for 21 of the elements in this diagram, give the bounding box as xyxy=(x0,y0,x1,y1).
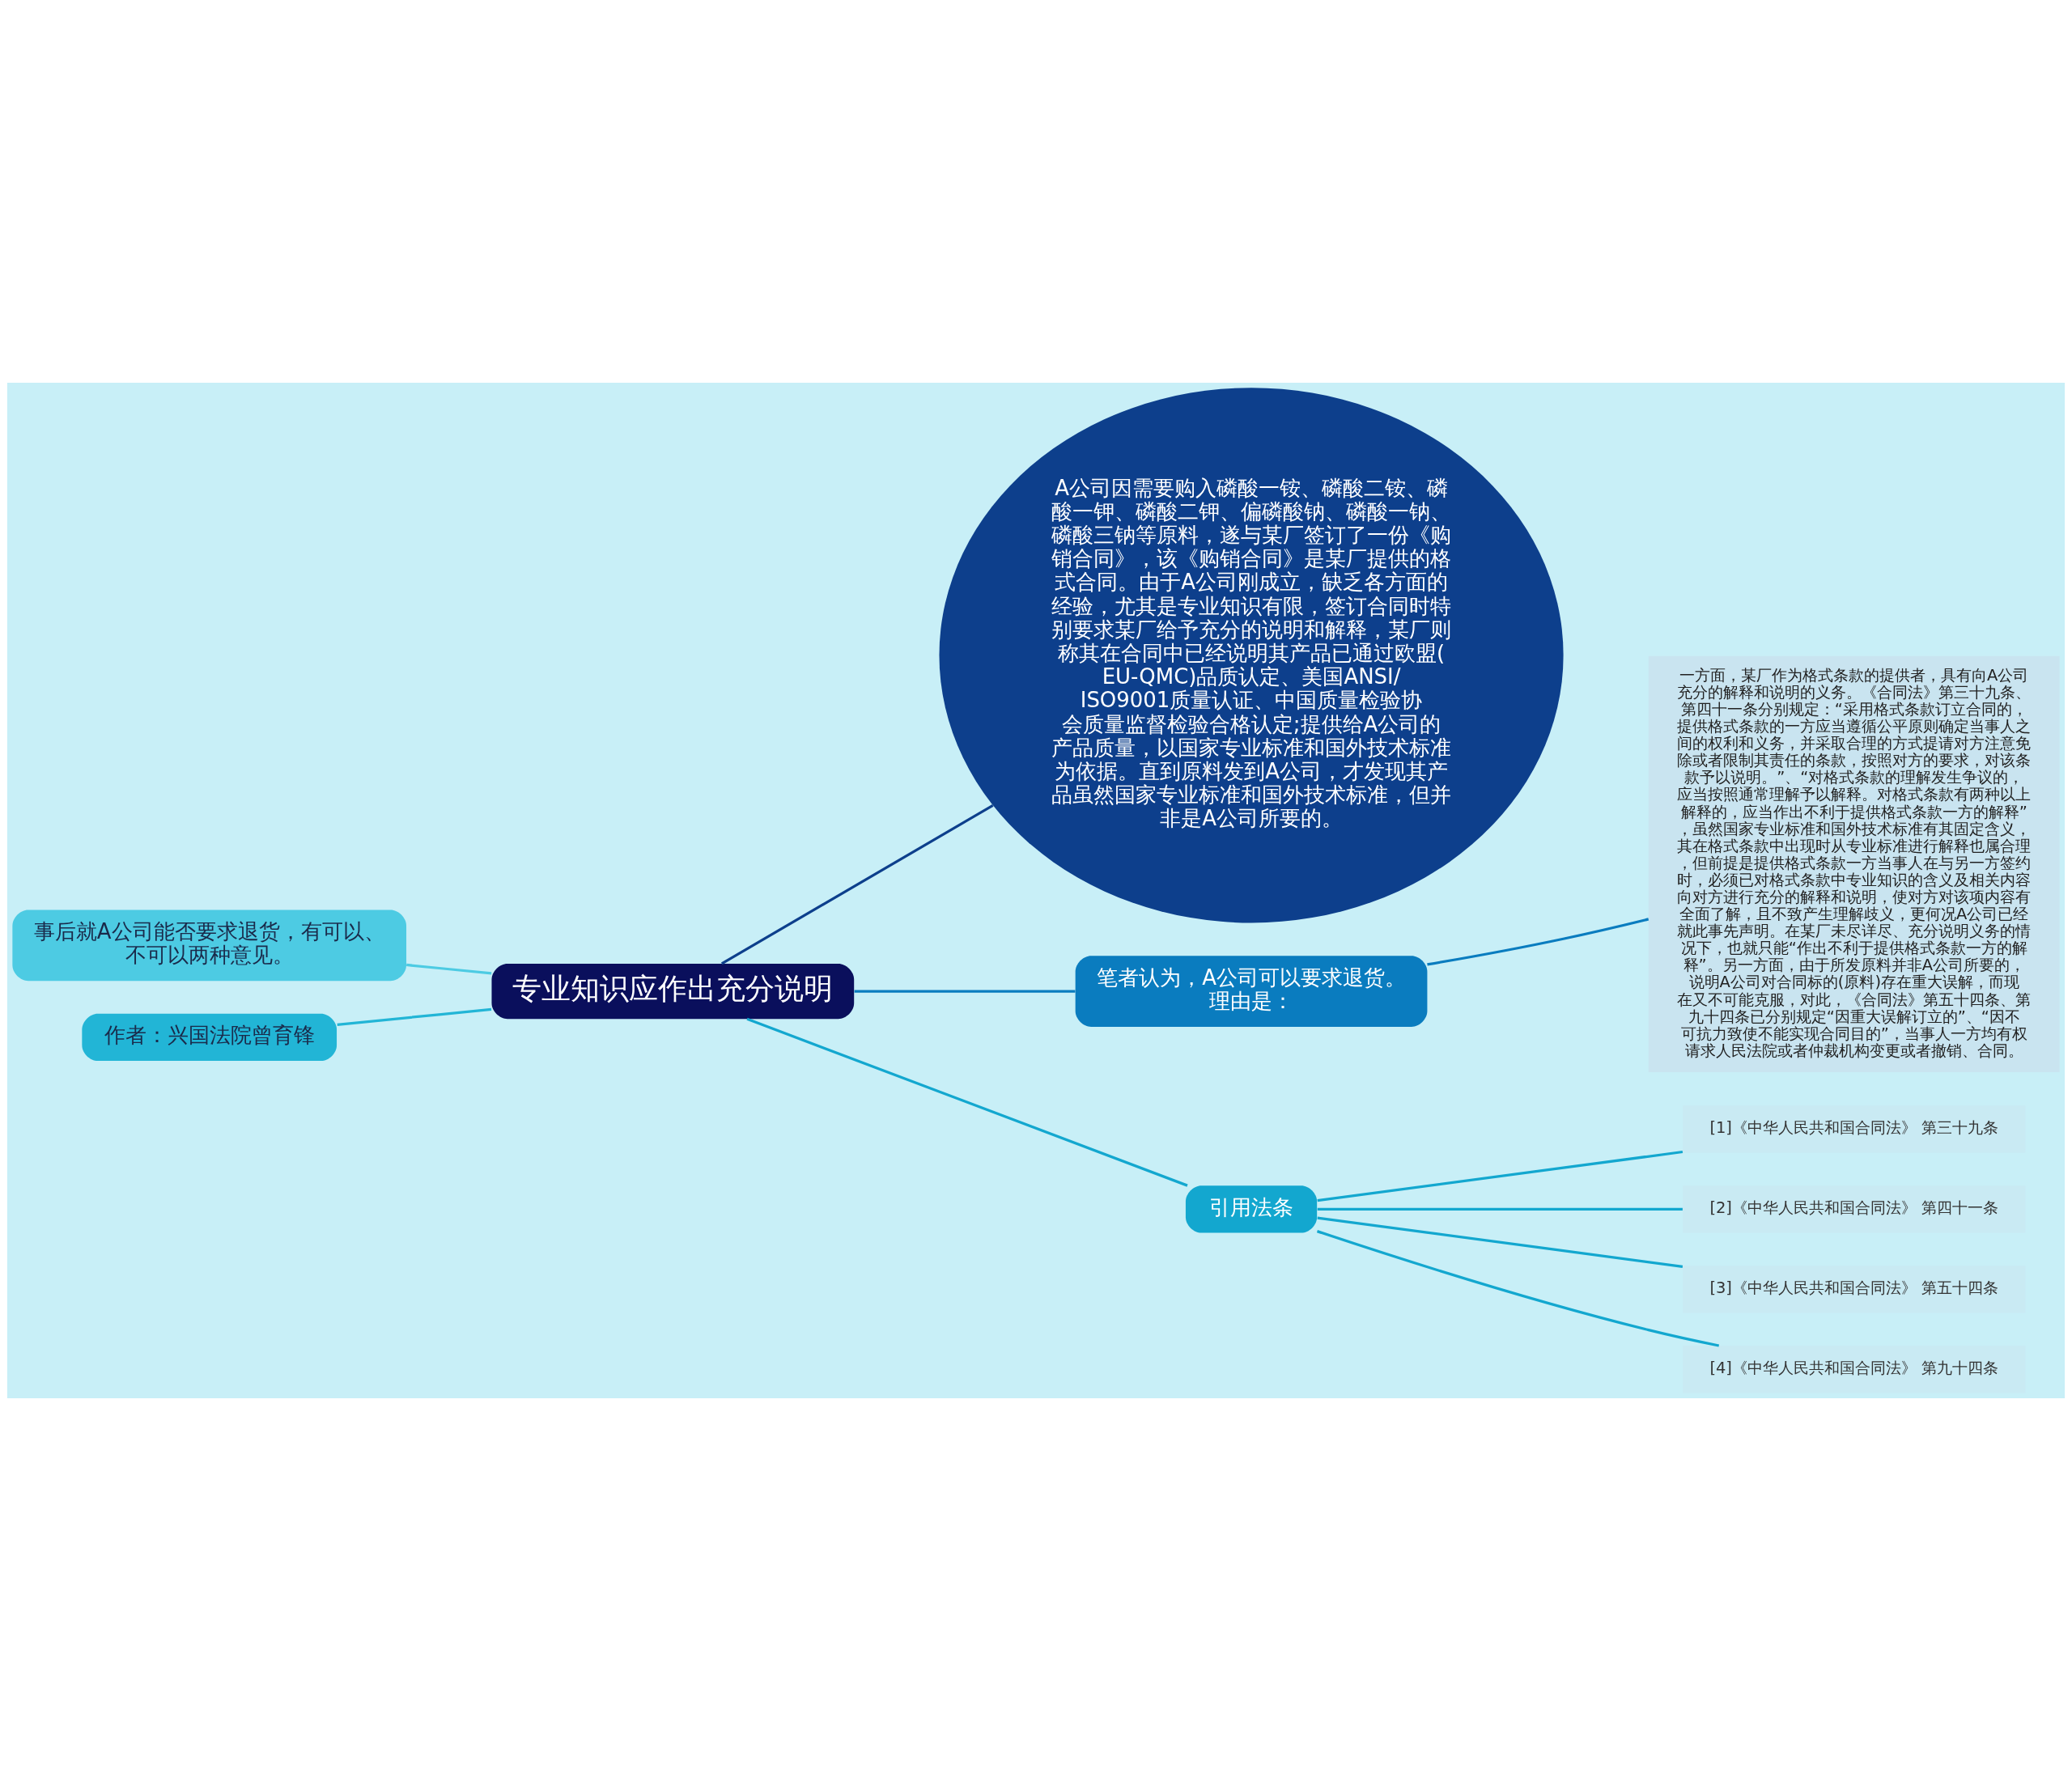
node-box: 引用法条 xyxy=(1185,1185,1318,1233)
node-text: [4]《中华人民共和国合同法》 第九十四条 xyxy=(1709,1359,1999,1378)
node-text: [2]《中华人民共和国合同法》 第四十一条 xyxy=(1709,1198,1999,1218)
connector xyxy=(1317,1207,1683,1211)
node-box: 笔者认为，A公司可以要求退货。理由是： xyxy=(1075,956,1428,1027)
connector xyxy=(746,1017,1188,1187)
connector xyxy=(1316,1230,1720,1347)
node-text: [1]《中华人民共和国合同法》 第三十九条 xyxy=(1709,1118,1999,1138)
node-ellipse: A公司因需要购入磷酸一铵、磷酸二铵、磷酸一钾、磷酸二钾、偏磷酸钠、磷酸一钠、磷酸三钠等原料，遂与某厂签订了一份《购销合同》，该《购销合同》是某厂提供的格式合同。由于A公司刚成立，缺乏各方面的经验，尤其是专业知识有限，签订合同时特别要求某厂给予充分的说明和解释，某厂则称其在合同中已经说明其产品已通过欧盟(EU-QMC)品质认定、美国ANSI/ISO9001质量认证、中国质量检验协会质量监督检验合格认定;提供给A公司的产品质量，以国家专业标准和国外技术标准为依据。直到原料发到A公司，才发现其产品虽然国家专业标准和国外技术标准，但并非是A公司所要的。 xyxy=(939,388,1564,923)
node-box: 一方面，某厂作为格式条款的提供者，具有向A公司充分的解释和说明的义务。《合同法》第三十九条、第四十一条分别规定：“采用格式条款订立合同的，提供格式条款的一方应当遵循公平原则确定当事人之间的权利和义务，并采取合理的方式提请对方注意免除或者限制其责任的条款，按照对方的要求，对该条款予以说明。”、“对格式条款的理解发生争议的，应当按照通常理解予以解释。对格式条款有两种以上解释的，应当作出不利于提供格式条款一方的解释”，虽然国家专业标准和国外技术标准有其固定含义，其在格式条款中出现时从专业标准进行解释也属合理，但前提是提供格式条款一方当事人在与另一方签约时，必须已对格式条款中专业知识的含义及相关内容向对方进行充分的解释和说明，使对方对该项内容有全面了解，且不致产生理解歧义，更何况A公司已经就此事先声明。在某厂未尽详尽、充分说明义务的情况下，也就只能“作出不利于提供格式条款一方的解释”。另一方面，由于所发原料并非A公司所要的，说明A公司对合同标的(原料)存在重大误解，而现在又不可能克服，对此，《合同法》第五十四条、第九十四条已分别规定“因重大误解订立的”、“因不可抗力致使不能实现合同目的”，当事人一方均有权请求人民法院或者仲裁机构变更或者撤销、合同。 xyxy=(1648,655,2060,1072)
connector xyxy=(1317,1150,1684,1202)
node-box: 专业知识应作出充分说明 xyxy=(491,964,855,1020)
connector xyxy=(854,990,1076,993)
connector xyxy=(337,1007,492,1026)
connector xyxy=(720,804,994,965)
node-box: 事后就A公司能否要求退货，有可以、不可以两种意见。 xyxy=(12,910,406,982)
connector xyxy=(406,963,492,975)
connector xyxy=(1317,1216,1684,1268)
connector xyxy=(1427,918,1650,966)
node-box: 作者：兴国法院曾育锋 xyxy=(82,1013,338,1062)
node-text: [3]《中华人民共和国合同法》 第五十四条 xyxy=(1709,1279,1999,1298)
